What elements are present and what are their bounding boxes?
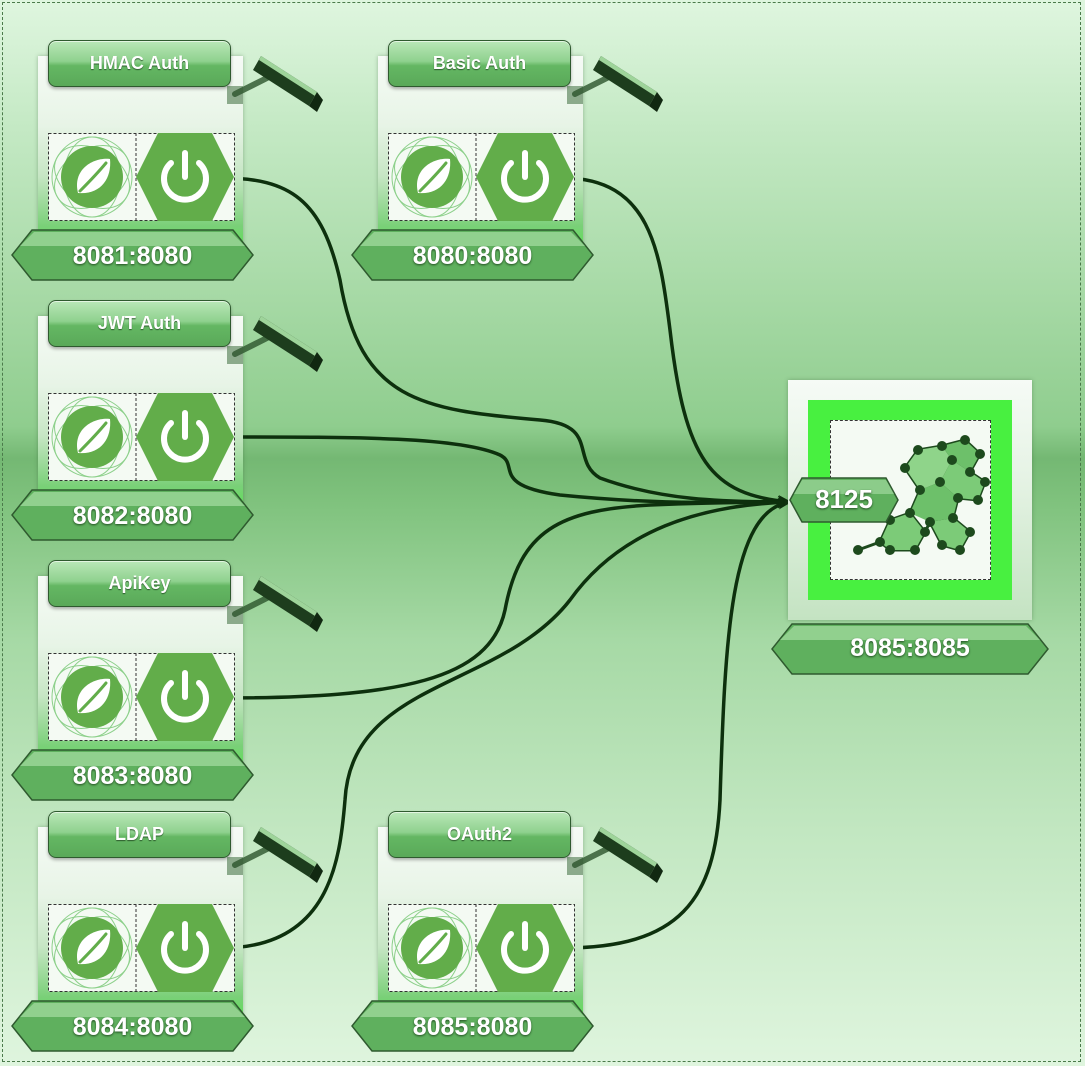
service-node-apikey[interactable]: ApiKey — [10, 548, 323, 801]
port-ribbon — [11, 229, 254, 281]
port-label-oauth2: 8085:8080 — [412, 1013, 533, 1041]
gateway-port-label: 8085:8085 — [850, 634, 970, 662]
gateway-port-ribbon — [771, 623, 1049, 675]
service-icons — [48, 133, 235, 221]
spring-leaf-icon — [51, 396, 133, 478]
service-node-jwt[interactable]: JWT Auth — [10, 288, 323, 541]
gateway-badge-label: 8125 — [815, 484, 873, 514]
power-hexagon-icon — [136, 904, 234, 992]
spring-leaf-icon — [51, 656, 133, 738]
edge-jwt-to-gateway — [221, 435, 792, 509]
service-title-apikey[interactable]: ApiKey — [48, 560, 231, 607]
port-label-ldap: 8084:8080 — [72, 1013, 193, 1041]
security-camera-icon — [227, 316, 323, 372]
security-camera-icon — [227, 827, 323, 883]
spring-leaf-icon — [51, 136, 133, 218]
security-camera-icon — [567, 827, 663, 883]
security-camera-icon — [227, 576, 323, 632]
security-camera-icon — [567, 56, 663, 112]
service-icons — [48, 904, 235, 992]
port-ribbon — [351, 229, 594, 281]
service-icons — [388, 904, 575, 992]
edge-apikey-to-gateway — [221, 496, 792, 700]
port-label-apikey: 8083:8080 — [72, 762, 193, 790]
service-title-jwt[interactable]: JWT Auth — [48, 300, 231, 347]
port-ribbon — [351, 1000, 594, 1052]
service-title-oauth2[interactable]: OAuth2 — [388, 811, 571, 858]
gateway-port-badge — [789, 477, 899, 523]
edge-oauth2-to-gateway — [562, 497, 792, 950]
power-hexagon-icon — [476, 133, 574, 221]
service-node-oauth2[interactable]: OAuth2 — [350, 799, 663, 1052]
port-ribbon — [11, 749, 254, 801]
service-title-ldap[interactable]: LDAP — [48, 811, 231, 858]
port-ribbon — [11, 1000, 254, 1052]
port-ribbon — [11, 489, 254, 541]
service-node-basic[interactable]: Basic Auth — [350, 28, 663, 281]
spring-leaf-icon — [51, 907, 133, 989]
service-icons — [388, 133, 575, 221]
service-icons — [48, 393, 235, 481]
spring-leaf-icon — [391, 907, 473, 989]
power-hexagon-icon — [136, 133, 234, 221]
service-title-basic[interactable]: Basic Auth — [388, 40, 571, 87]
power-hexagon-icon — [136, 653, 234, 741]
service-icons — [48, 653, 235, 741]
power-hexagon-icon — [136, 393, 234, 481]
port-label-hmac: 8081:8080 — [72, 242, 193, 270]
service-node-ldap[interactable]: LDAP — [10, 799, 323, 1052]
spring-leaf-icon — [391, 136, 473, 218]
service-title-hmac[interactable]: HMAC Auth — [48, 40, 231, 87]
edge-ldap-to-gateway — [221, 496, 792, 950]
port-label-basic: 8080:8080 — [412, 242, 533, 270]
edge-basic-to-gateway — [562, 176, 792, 507]
service-node-hmac[interactable]: HMAC Auth — [10, 28, 323, 281]
power-hexagon-icon — [476, 904, 574, 992]
gateway-node[interactable]: 8125 8085:8085 — [770, 378, 1050, 678]
security-camera-icon — [227, 56, 323, 112]
hexagon-network-icon — [853, 435, 990, 555]
port-label-jwt: 8082:8080 — [72, 502, 193, 530]
edge-hmac-to-gateway — [221, 176, 792, 508]
